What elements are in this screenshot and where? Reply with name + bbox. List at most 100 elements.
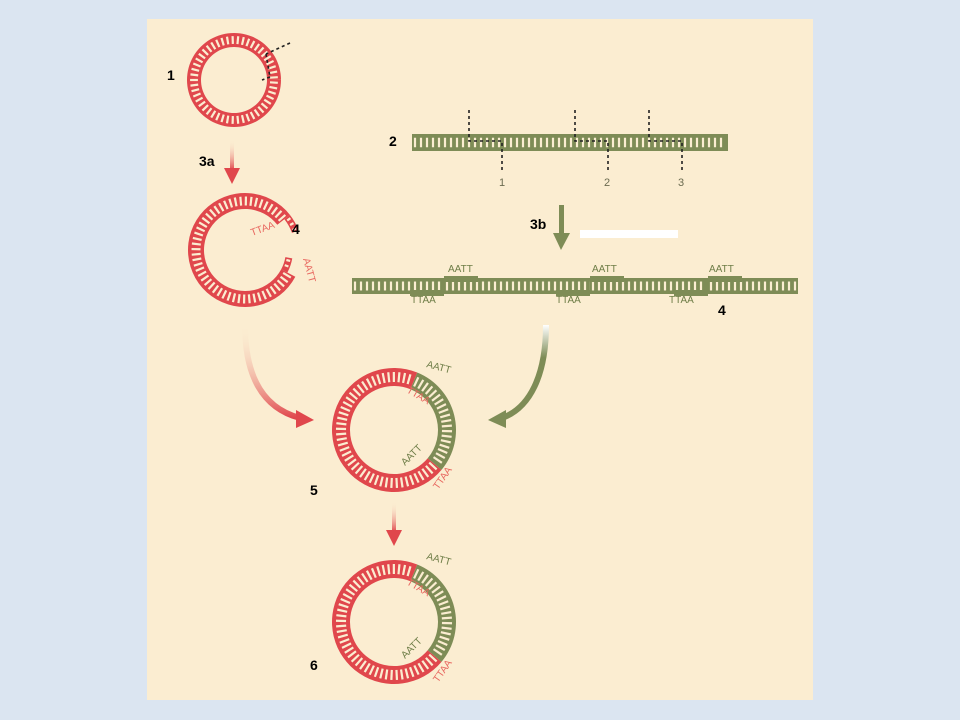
plasmid-ring-body-rung — [269, 81, 278, 84]
opened-plasmid-body-rung — [196, 226, 206, 233]
recombinant-red-body-rung — [428, 461, 438, 471]
plasmid-ring-body-rung — [225, 36, 230, 45]
ligated-red-body-rung — [342, 592, 353, 600]
step-label-3b: 3b — [530, 216, 546, 232]
recombinant-green-insert-rung — [441, 424, 452, 428]
recombinant-red-body-rung — [345, 396, 356, 404]
plasmid-ring-body-rung — [269, 85, 278, 90]
recombinant-red-body-rung — [368, 473, 375, 484]
ligated-green-insert-rung — [441, 626, 452, 630]
recombinant-red-body-rung — [342, 400, 353, 408]
opened-plasmid-body-rung — [203, 278, 213, 286]
recombinant-red-body-rung — [384, 477, 389, 488]
ligated-red-body-rung — [373, 666, 380, 678]
plasmid-ring-body-rung — [191, 67, 200, 72]
opened-plasmid-body-rung — [247, 294, 251, 304]
recombinant-green-insert-rung — [435, 452, 446, 460]
plasmid-ring-body-rung — [195, 57, 204, 64]
ligated-red-body-rung — [368, 665, 375, 676]
plasmid-ring-body-rung — [201, 104, 209, 112]
fragment1-bottom-overhang: TTAA — [556, 295, 581, 306]
fragment-bottom-stub-2 — [556, 290, 590, 296]
recombinant-green-insert-rung — [421, 382, 429, 392]
recombinant-red-body-rung — [363, 470, 371, 481]
plasmid-ring — [186, 32, 281, 127]
dna-cut-lines — [468, 110, 683, 170]
opened-plasmid-body-rung — [266, 203, 274, 213]
recombinant-red-body-rung — [350, 461, 360, 471]
recombinant-red-body-rung — [359, 468, 367, 478]
recombinant-red-body — [331, 367, 442, 492]
plasmid-ring-body-rung — [191, 88, 200, 93]
ligated-red-body-rung — [361, 572, 369, 583]
opened-plasmid-body-rung — [277, 214, 287, 222]
fragment-top-stub-3 — [708, 276, 742, 282]
step-label-4-plasmid: 4 — [292, 221, 300, 237]
fragment2-top-overhang: AATT — [592, 264, 617, 275]
step-label-5: 5 — [310, 482, 318, 498]
recombinant-green-insert-rung — [438, 408, 449, 414]
ligated-red-body-rung — [376, 566, 382, 577]
opened-plasmid-body-rung — [233, 197, 238, 207]
ligated-green-insert-rung — [438, 600, 449, 606]
recombinant-red-body-rung — [402, 372, 407, 384]
plasmid-top-overhang: TTAA — [249, 220, 276, 239]
ligated-red-body-rung — [370, 567, 377, 579]
ligated-green-insert-rung — [441, 616, 452, 620]
recombinant-red-body-rung — [354, 465, 364, 475]
ligated-red-body-rung — [336, 629, 347, 634]
opened-plasmid-body-rung — [192, 257, 202, 262]
plasmid-cut-line — [261, 42, 291, 81]
opened-plasmid-body-rung — [223, 200, 229, 210]
ligated-red-body-rung — [352, 579, 362, 589]
ligated-red-body-rung — [381, 564, 386, 576]
dna-fragments — [352, 276, 798, 296]
recombinant-red-body-rung — [409, 474, 415, 486]
ligated-red-body-rung — [413, 664, 420, 676]
ligated-red-body-rung — [336, 624, 347, 628]
opened-plasmid-body-rung — [239, 196, 243, 206]
recombinant-red-body-rung — [373, 474, 380, 486]
opened-plasmid-overhang-top-rung — [289, 222, 295, 226]
foreign-dna-strand — [412, 134, 728, 151]
opened-plasmid-overhang-bottom-rung — [286, 258, 291, 262]
opened-plasmid-body-rung — [198, 221, 208, 229]
plasmid-ring-body-rung — [198, 100, 206, 108]
ligated-green-insert-rung — [439, 635, 450, 641]
ligated-green-insert-rung — [434, 590, 444, 598]
plasmid-ring-body-rung — [267, 90, 277, 95]
ligated-red-body-rung — [356, 576, 365, 586]
step-label-4-dna: 4 — [718, 302, 726, 318]
plasmid-ring-body-rung — [210, 110, 217, 119]
ligated-green-insert-rung — [439, 605, 451, 611]
recombinant-red-body-rung — [356, 384, 365, 394]
opened-plasmid-body-rung — [276, 279, 285, 288]
ligated-green-insert-rung — [417, 571, 425, 582]
ligated-red-body-rung — [344, 646, 354, 654]
plasmid-ring-body-rung — [266, 94, 275, 101]
recombinant-red-body-rung — [344, 454, 354, 462]
plasmid-ring-body-rung — [266, 59, 275, 66]
plasmid-bottom-overhang: AATT — [300, 257, 317, 284]
ligated-red-body-rung — [406, 566, 412, 577]
fragment-top-stub-1 — [444, 276, 478, 282]
recombinant-red-body-rung — [399, 477, 404, 488]
recombinant-green-insert-rung — [441, 418, 452, 423]
ligated-red-body-rung — [347, 650, 357, 659]
recombinant-red-body-rung — [376, 374, 382, 385]
ligated-green-insert-rung — [437, 640, 448, 647]
opened-plasmid-body-rung — [256, 292, 262, 302]
opened-plasmid-body-rung — [213, 205, 221, 215]
ligated-red-body-rung — [384, 669, 389, 680]
opened-plasmid-body-rung — [270, 206, 279, 216]
opened-plasmid-body-rung — [274, 210, 283, 219]
recombinant-green-insert-rung — [413, 376, 420, 387]
opened-plasmid-body-rung — [265, 288, 272, 298]
opened-plasmid-body-rung — [282, 271, 292, 279]
opened-plasmid-body-rung — [207, 281, 216, 290]
ligated-red-body-rung — [338, 603, 349, 609]
plasmid-ring-body-rung — [257, 46, 265, 55]
step-label-6: 6 — [310, 657, 318, 673]
opened-plasmid-body-rung — [249, 196, 253, 206]
